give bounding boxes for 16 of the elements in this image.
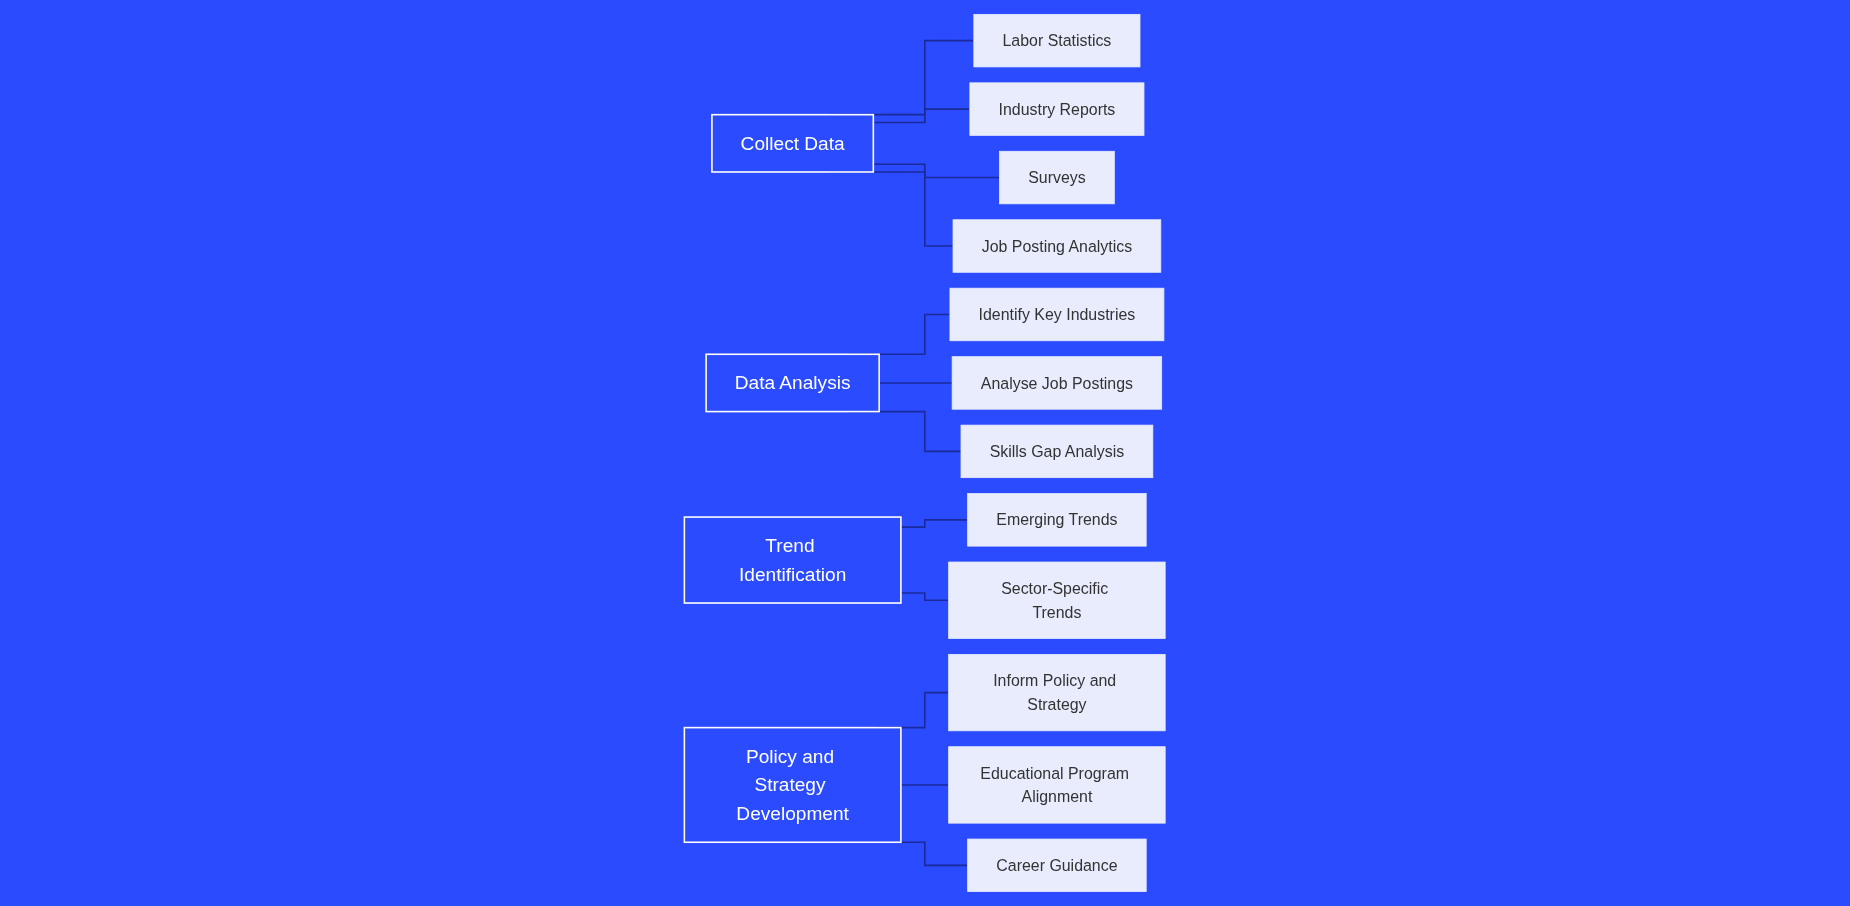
- node-box: Educational Program Alignment: [948, 746, 1166, 824]
- node-box: Job Posting Analytics: [952, 219, 1162, 273]
- node-box: Career Guidance: [967, 838, 1147, 892]
- node-box: Identify Key Industries: [949, 287, 1165, 342]
- node-box: Collect Data: [711, 113, 875, 173]
- node-box: Sector-Specific Trends: [948, 561, 1166, 639]
- node-box: Analyse Job Postings: [951, 356, 1163, 410]
- node-box: Skills Gap Analysis: [960, 424, 1154, 479]
- node-box: Data Analysis: [705, 353, 881, 413]
- node-box: Industry Reports: [969, 82, 1145, 136]
- node-box: Inform Policy and Strategy: [948, 654, 1166, 732]
- node-box: Emerging Trends: [967, 493, 1147, 547]
- node-box: Policy and Strategy Development: [683, 726, 902, 844]
- node-box: Surveys: [999, 150, 1115, 205]
- node-box: Trend Identification: [683, 516, 902, 604]
- node-box: Labor Statistics: [973, 14, 1141, 68]
